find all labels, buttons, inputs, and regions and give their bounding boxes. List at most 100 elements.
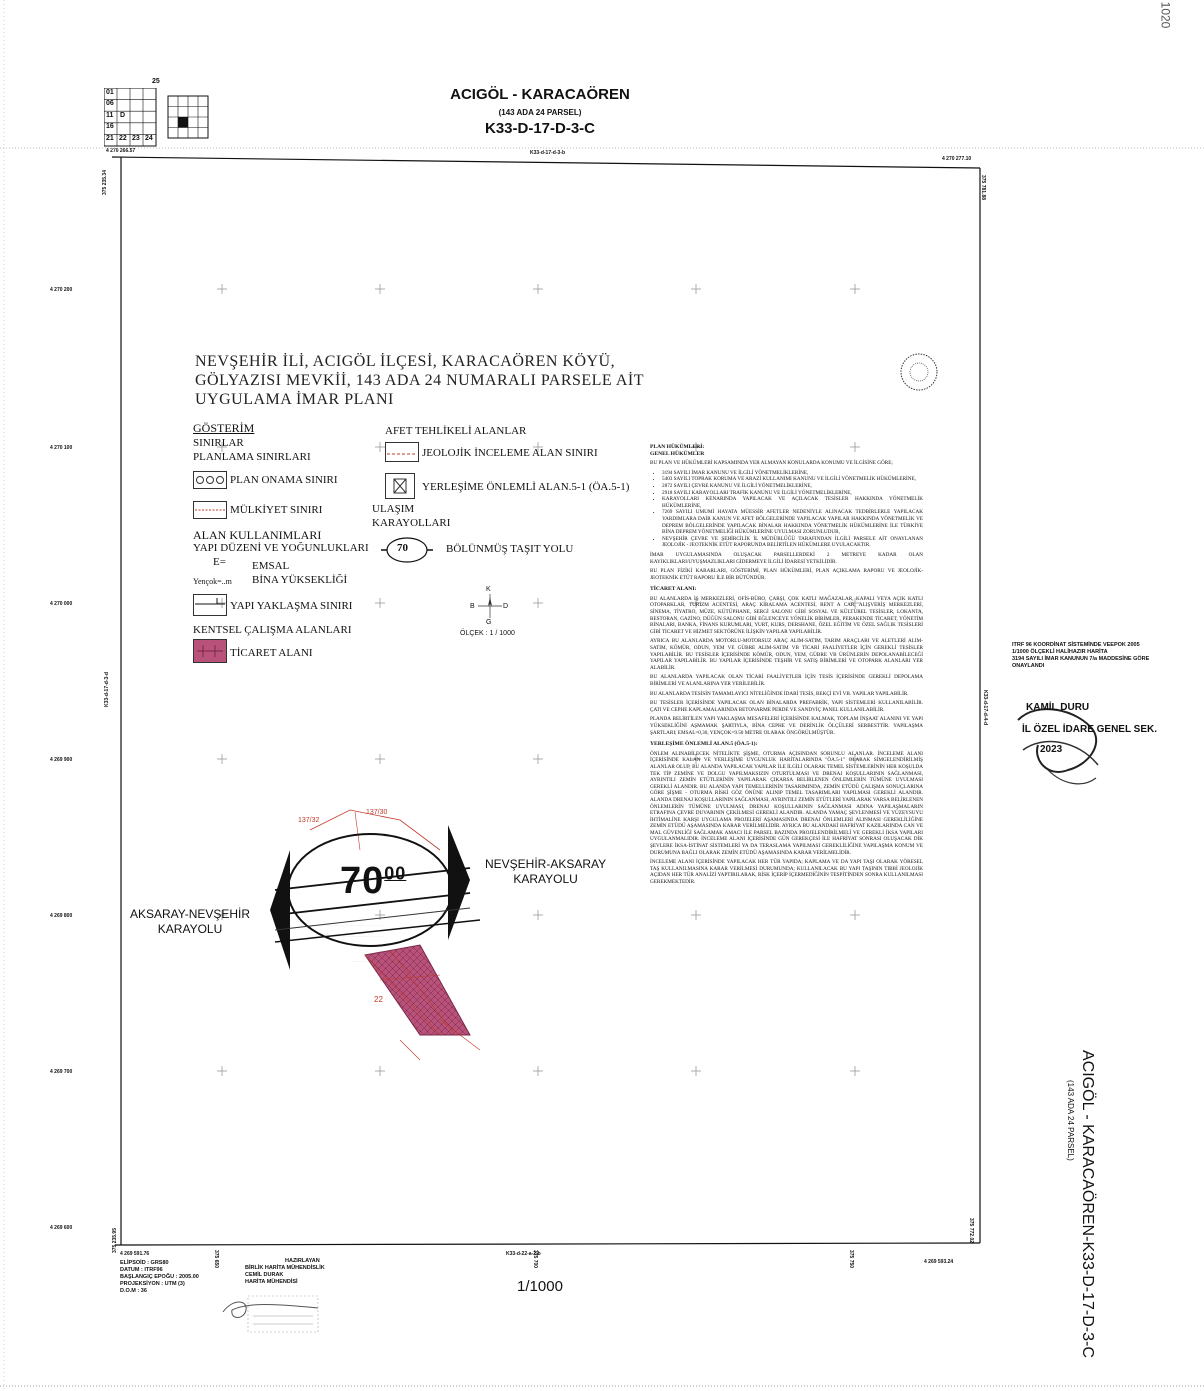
- legend-planlama-sinirlari: PLANLAMA SINIRLARI: [193, 451, 311, 463]
- sheet-left-neighbor: K33-d-17-d-3-d: [104, 672, 110, 708]
- right-note-line: ITRF 96 KOORDİNAT SİSTEMİNDE VEEPOK 2005: [1012, 642, 1140, 648]
- index-cell-d: D: [120, 112, 126, 119]
- datum-block: ELİPSOİD : GRS80 DATUM : ITRF96 BAŞLANGI…: [120, 1260, 199, 1295]
- legend-emsal: EMSAL: [252, 560, 290, 572]
- compass-s: G: [486, 619, 492, 626]
- x-tick-2: 375 700: [532, 1250, 538, 1269]
- index-cell-24: 24: [145, 135, 153, 142]
- road-width-sup: 00: [384, 863, 407, 884]
- road-arrow-west: [270, 850, 290, 970]
- notes-t5: BU TESİSLER İÇERİSİNDE YAPILACAK OLAN Bİ…: [650, 700, 923, 713]
- coord-right-top-x: 375 781.88: [980, 175, 986, 201]
- coord-right-bottom-x: 375 772.02: [968, 1218, 974, 1244]
- surveyor-signature-stamp: [222, 1295, 319, 1333]
- notes-t3: BU ALANLARDA YAPILACAK OLAN TİCARİ FAALİ…: [650, 674, 923, 687]
- road-label-west-line-2: KARAYOLU: [157, 922, 223, 936]
- legend-sinirlar: SINIRLAR: [193, 437, 244, 449]
- frame-top: [111, 156, 981, 169]
- legend-yerlesime: YERLEŞİME ÖNLEMLİ ALAN.5-1 (ÖA.5-1): [422, 481, 630, 493]
- hazirlayan-line: HARİTA MÜHENDİSİ: [245, 1279, 298, 1285]
- datum-line: BAŞLANGIÇ EPOĞU : 2005.00: [120, 1274, 199, 1280]
- ticaret-symbol: [193, 639, 227, 663]
- notes-p1: İMAR UYGULAMASINDA OLUŞACAK PARSELLERDEK…: [650, 551, 923, 565]
- notes-title: PLAN HÜKÜMLERİ:: [650, 444, 705, 450]
- hazirlayan-line: BİRLİK HARİTA MÜHENDİSLİK: [245, 1265, 325, 1271]
- legend-ulasim: ULAŞIM: [372, 503, 415, 515]
- legend-kentsel: KENTSEL ÇALIŞMA ALANLARI: [193, 624, 352, 636]
- notes-general: GENEL HÜKÜMLER: [650, 450, 705, 457]
- compass-w: B: [470, 603, 475, 610]
- plan-notes: PLAN HÜKÜMLERİ: GENEL HÜKÜMLER BU PLAN V…: [650, 439, 923, 889]
- coord-top-right: 4 270 277.10: [942, 156, 972, 162]
- hazirlayan-block: HAZIRLAYAN BİRLİK HARİTA MÜHENDİSLİK CEM…: [245, 1258, 325, 1286]
- side-subtitle: (143 ADA 24 PARSEL): [1066, 1080, 1075, 1161]
- compass-e: D: [503, 603, 509, 610]
- scale-label: 1/1000: [517, 1278, 563, 1295]
- index-cell-23: 23: [132, 135, 140, 142]
- plan-title-line-3: UYGULAMA İMAR PLANI: [195, 391, 394, 408]
- legend-yapi-duzeni: YAPI DÜZENİ VE YOĞUNLUKLARI: [193, 542, 369, 554]
- notes-t2: AYRICA BU ALANLARDA MOTORLU-MOTORSUZ ARA…: [650, 638, 923, 671]
- datum-line: ELİPSOİD : GRS80: [120, 1260, 169, 1266]
- road-label-west-line-1: AKSARAY-NEVŞEHİR: [130, 907, 251, 921]
- legend-e-label: E=: [213, 556, 226, 568]
- side-title: ACIGÖL - KARACAÖREN-K33-D-17-D-3-C: [1079, 1050, 1096, 1358]
- notes-t6: PLANDA BELİRTİLEN YAPI YAKLAŞMA MESAFELE…: [650, 716, 923, 736]
- notes-t4: BU ALANLARDA TESİSİN TAMAMLAYICI NİTELİĞ…: [650, 690, 909, 697]
- parcel-137-32: 137/32: [298, 817, 320, 824]
- right-note-line: 1/1000 ÖLÇEKLİ HALİHAZIR HARİTA: [1012, 649, 1108, 655]
- datum-line: PROJEKSİYON : UTM (3): [120, 1281, 185, 1287]
- legend-bolunmus: BÖLÜNMÜŞ TAŞIT YOLU: [446, 543, 574, 555]
- notes-yerlesime-title: YERLEŞİME ÖNLEMLİ ALAN.5 (ÖA.5-1):: [650, 741, 758, 748]
- right-note-line: 3194 SAYILI İMAR KANUNUN 7/a MADDESİNE G…: [1012, 656, 1150, 662]
- road-label-east: NEVŞEHİR-AKSARAY KARAYOLU: [485, 857, 606, 887]
- notes-t1: BU ALANLARDA İŞ MERKEZLERİ, OFİS-BÜRO, Ç…: [650, 595, 923, 635]
- index-grid-corner: 25: [152, 78, 160, 85]
- coord-bottom-left: 4 269 591.76: [120, 1251, 150, 1257]
- sheet-top-neighbor: K33-d-17-d-3-b: [530, 150, 566, 156]
- legend-bina-yuksekligi: BİNA YÜKSEKLİĞİ: [252, 574, 348, 586]
- x-tick-1: 375 650: [213, 1250, 219, 1269]
- road-width-value: 70: [340, 860, 385, 902]
- notes-list-item: 7269 SAYILI UMUMİ HAYATA MÜESSİR AFETLER…: [662, 509, 923, 535]
- coord-bottom-right: 4 269 593.24: [924, 1259, 954, 1265]
- right-note: ITRF 96 KOORDİNAT SİSTEMİNDE VEEPOK 2005…: [1012, 642, 1192, 670]
- datum-line: DATUM : ITRF96: [120, 1267, 163, 1273]
- stamp-name: KAMİL DURU: [1026, 702, 1090, 713]
- notes-p2: BU PLAN FİZİKİ KARARLARI, GÖSTERİMİ, PLA…: [650, 568, 923, 581]
- y-tick-3: 4 270 000: [50, 601, 73, 607]
- notes-y1: ÖNLEM ALINABİLECEK NİTELİKTE ŞİŞME, OTUR…: [650, 750, 923, 856]
- hazirlayan-line: HAZIRLAYAN: [285, 1258, 320, 1264]
- legend-afet: AFET TEHLİKELİ ALANLAR: [385, 425, 527, 437]
- small-seal-mark: [900, 353, 938, 391]
- road-label-east-line-2: KARAYOLU: [513, 872, 578, 886]
- sheet-right-neighbor: K33-d-17-d-4-d: [982, 690, 988, 726]
- road-width-label: 7000: [340, 860, 406, 903]
- notes-list: 3194 SAYILI İMAR KANUNU VE İLGİLİ YÖNETM…: [662, 470, 923, 549]
- y-tick-2: 4 270 100: [50, 445, 73, 451]
- stamp-date: 2023: [1040, 744, 1063, 755]
- notes-ticaret-title: TİCARET ALANI:: [650, 586, 697, 593]
- sheet-bottom-neighbor: K33-d-22-a-2-b: [506, 1251, 541, 1257]
- notes-list-item: NEVŞEHİR ÇEVRE VE ŞEHİRCİLİK İL MÜDÜRLÜĞ…: [662, 536, 923, 549]
- plan-title-line-2: GÖLYAZISI MEVKİİ, 143 ADA 24 NUMARALI PA…: [195, 372, 644, 389]
- legend-karayollari: KARAYOLLARI: [372, 517, 451, 529]
- notes-list-item: 3194 SAYILI İMAR KANUNU VE İLGİLİ YÖNETM…: [662, 470, 923, 477]
- road-label-east-line-1: NEVŞEHİR-AKSARAY: [485, 857, 607, 871]
- map-sheet-code: K33-D-17-D-3-C: [484, 120, 596, 137]
- mulkiyet-symbol: [193, 501, 227, 519]
- north-arrow: K G B D: [470, 586, 510, 626]
- index-cell-01: 01: [106, 89, 114, 96]
- legend-jeolojik: JEOLOJİK İNCELEME ALAN SINIRI: [422, 447, 598, 459]
- compass-n: K: [486, 586, 491, 593]
- plan-onama-symbol: [193, 471, 227, 489]
- svg-text:· · · · · · · · · · · · · · ·: · · · · · · · · · · · · · · · · · · · · …: [310, 923, 382, 927]
- svg-text:· · · · · · · · · · · · · · ·: · · · · · · · · · · · · · · · · · · · · …: [350, 959, 402, 963]
- notes-list-item: 2918 SAYILI KARAYOLLARI TRAFİK KANUNU VE…: [662, 490, 923, 497]
- parcel-137-30: 137/30: [366, 809, 388, 816]
- coord-left-bottom-x: 375 235.95: [112, 1228, 118, 1254]
- index-cell-22: 22: [119, 135, 127, 142]
- y-tick-5: 4 269 800: [50, 913, 73, 919]
- index-cell-16: 16: [106, 123, 114, 130]
